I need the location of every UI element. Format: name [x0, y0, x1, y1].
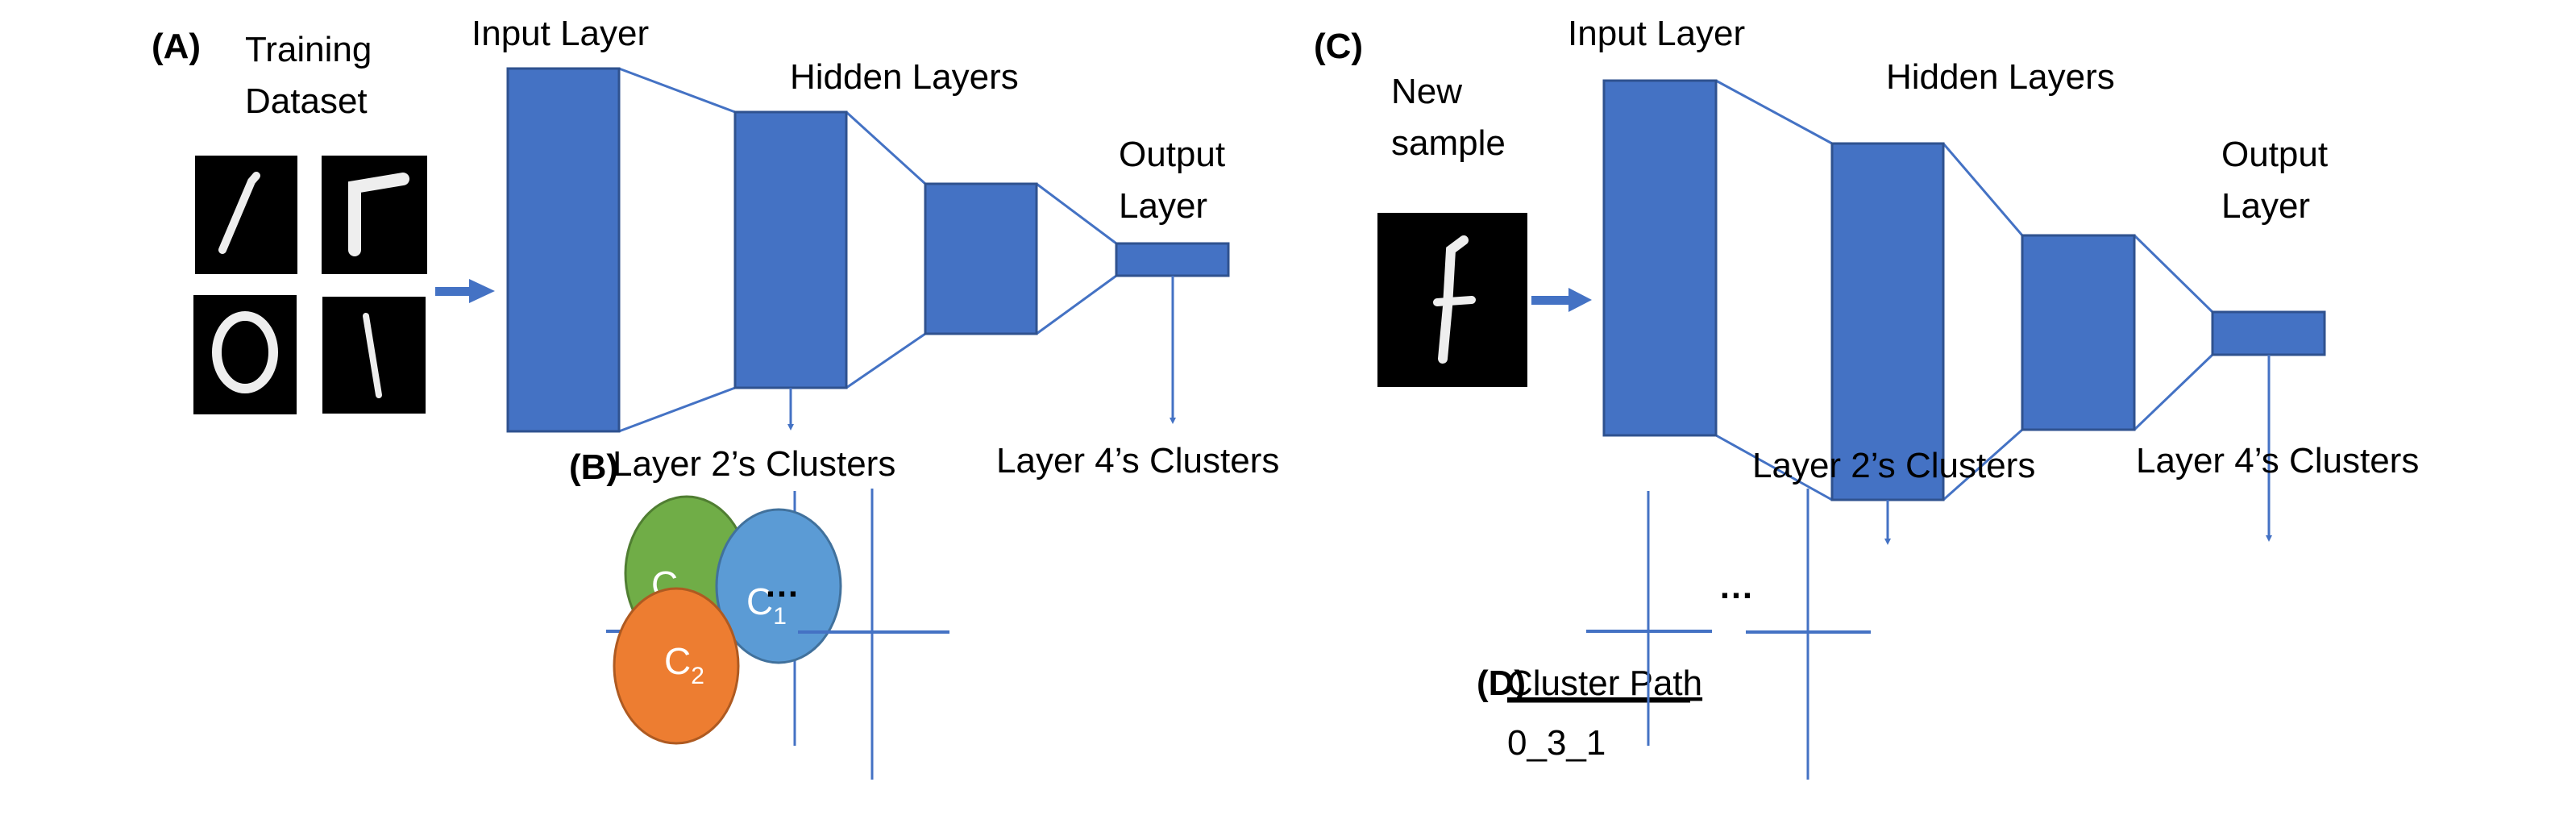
input-layer-block-c: [1602, 79, 1718, 437]
layer4-clusters-title-d: Layer 4’s Clusters: [2136, 441, 2419, 480]
svg-text:C2: C2: [664, 640, 704, 689]
digit-image-1-slanted: [195, 156, 297, 274]
layer4-clusters-title: Layer 4’s Clusters: [996, 441, 1279, 480]
ellipsis-dots: …: [764, 565, 800, 605]
training-dataset-title-line1: Training: [245, 30, 372, 69]
panel-c: (C) New sample: [1314, 27, 1592, 387]
input-layer-label: Input Layer: [472, 14, 649, 53]
panel-b: (B) Layer 2’s Clusters Layer 4’s Cluster…: [569, 441, 1279, 780]
output-layer-label-c-line1: Output: [2221, 135, 2328, 174]
panel-a-tag: (A): [152, 27, 201, 66]
output-layer-block-c: [2211, 310, 2326, 356]
digit-image-f: [1377, 213, 1527, 387]
hidden-layers-label-c: Hidden Layers: [1886, 57, 2115, 97]
hidden-layer-3-block: [924, 182, 1038, 335]
new-sample-title-line2: sample: [1391, 123, 1506, 163]
panel-c-tag: (C): [1314, 27, 1363, 66]
layer2-clusters-title-d: Layer 2’s Clusters: [1752, 446, 2035, 485]
output-layer-label-line2: Layer: [1119, 186, 1207, 226]
layer-connectors-c: [1715, 79, 2214, 501]
input-layer-block: [506, 67, 621, 433]
digit-image-0: [193, 295, 297, 414]
ellipsis-dots-d: …: [1718, 567, 1754, 606]
layer-connectors: [618, 67, 1117, 433]
layer2-clusters-title: Layer 2’s Clusters: [613, 444, 895, 484]
hidden-layer-2-block-c: [1830, 142, 1945, 501]
hidden-layer-3-block-c: [2021, 234, 2136, 431]
panel-d: Layer 2’s Clusters Layer 4’s Clusters (D…: [1477, 441, 2419, 780]
digit-image-1: [322, 297, 426, 414]
new-sample-title-line1: New: [1391, 72, 1462, 111]
cluster-path-value: 0_3_1: [1507, 723, 1606, 763]
network-a: Input Layer Hidden Layers Output Layer: [472, 14, 1230, 433]
panel-d-tag: (D): [1477, 664, 1526, 703]
panel-a: (A) Training Dataset: [152, 27, 495, 414]
cluster-path-title: Cluster Path: [1507, 664, 1702, 703]
hidden-layers-label: Hidden Layers: [790, 57, 1019, 97]
sample-arrow-icon: [1531, 288, 1592, 312]
output-layer-label-c-line2: Layer: [2221, 186, 2310, 226]
svg-text:C1: C1: [746, 580, 787, 630]
training-dataset-title-line2: Dataset: [245, 81, 368, 121]
cluster-c2: C2: [613, 587, 740, 745]
input-layer-label-c: Input Layer: [1568, 14, 1745, 53]
panel-b-tag: (B): [569, 447, 618, 487]
hidden-layer-2-block: [733, 110, 848, 389]
input-arrow-icon: [435, 279, 495, 303]
digit-image-r: [322, 156, 427, 274]
output-layer-label-line1: Output: [1119, 135, 1225, 174]
cluster-c1: C1: [715, 508, 842, 664]
output-layer-block: [1115, 242, 1230, 277]
network-c: Input Layer Hidden Layers Output Layer: [1568, 14, 2328, 545]
